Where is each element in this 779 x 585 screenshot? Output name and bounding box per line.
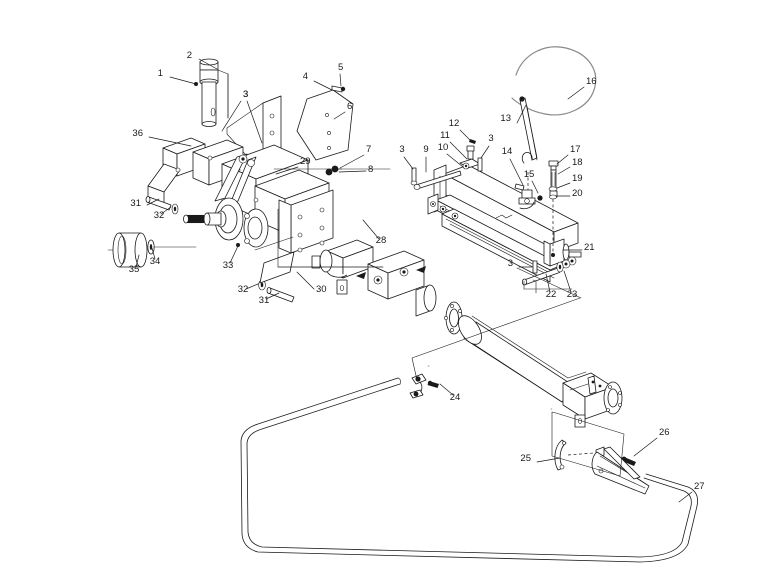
callout-number-6: 6 <box>347 101 352 112</box>
callout-number-12: 12 <box>449 118 460 129</box>
callout-number-10: 10 <box>438 142 449 153</box>
callout-number-19: 19 <box>572 173 583 184</box>
washer-part-34 <box>147 239 197 255</box>
callout-number-13: 13 <box>500 113 511 124</box>
hose-loop-part-27 <box>240 377 698 563</box>
callout-number-3: 3 <box>488 133 493 144</box>
callout-number-3: 3 <box>399 144 404 155</box>
wedge-plate-part-30 <box>254 236 295 284</box>
callout-number-20: 20 <box>572 188 583 199</box>
cylinder-part-2 <box>199 58 229 127</box>
pin-part-31-lower <box>258 279 295 303</box>
callout-number-15: 15 <box>524 169 535 180</box>
callout-number-3: 3 <box>243 89 248 100</box>
drive-shaft-assembly <box>311 239 623 428</box>
callout-number-18: 18 <box>572 157 583 168</box>
callout-number-2: 2 <box>187 50 192 61</box>
callout-number-22: 22 <box>546 289 557 300</box>
callout-number-7: 7 <box>366 144 371 155</box>
pentagon-plate-part-6 <box>296 85 354 161</box>
end-cap-part-35 <box>107 232 148 268</box>
callout-number-17: 17 <box>570 144 581 155</box>
hose-16-group <box>511 46 597 116</box>
input-shaft-flange-group <box>183 197 269 248</box>
callout-number-21: 21 <box>584 242 595 253</box>
callout-number-33: 33 <box>223 260 234 271</box>
callout-number-30: 30 <box>316 284 327 295</box>
fitting-parts-14-15 <box>514 183 543 210</box>
callout-number-1: 1 <box>158 68 163 79</box>
frame-rail-assembly <box>410 139 582 283</box>
callout-number-26: 26 <box>659 427 670 438</box>
callout-number-5: 5 <box>338 62 343 73</box>
callout-number-3: 3 <box>508 258 513 269</box>
callout-number-24: 24 <box>450 392 461 403</box>
bolt-stack-17-20 <box>548 160 559 257</box>
callout-number-25: 25 <box>520 453 531 464</box>
callout-leaders <box>135 58 693 503</box>
callout-number-8: 8 <box>368 164 373 175</box>
callout-number-31: 31 <box>130 198 141 209</box>
callout-number-34: 34 <box>150 256 161 267</box>
callout-number-9: 9 <box>423 144 428 155</box>
hardware-7-8 <box>325 165 343 176</box>
callout-number-16: 16 <box>586 76 597 87</box>
pin-part-31-left <box>145 196 179 215</box>
hose-clamp-part-24 <box>409 373 439 399</box>
callout-number-3: 3 <box>243 89 248 100</box>
callout-number-32: 32 <box>154 210 165 221</box>
detail-callout-frames <box>273 168 625 477</box>
callout-number-27: 27 <box>694 481 705 492</box>
callout-number-11: 11 <box>440 130 450 141</box>
callout-number-36: 36 <box>132 128 143 139</box>
callout-number-23: 23 <box>567 289 578 300</box>
lever-part-13 <box>519 96 538 196</box>
callout-number-14: 14 <box>502 146 513 157</box>
rod-parts-22-23 <box>521 260 564 286</box>
callout-number-31: 31 <box>259 295 270 306</box>
callout-number-32: 32 <box>238 284 249 295</box>
clamp-part-25 <box>554 439 595 471</box>
callout-number-4: 4 <box>303 71 308 82</box>
callout-number-29: 29 <box>300 156 311 167</box>
callout-number-35: 35 <box>129 264 140 275</box>
callout-number-28: 28 <box>376 235 387 246</box>
